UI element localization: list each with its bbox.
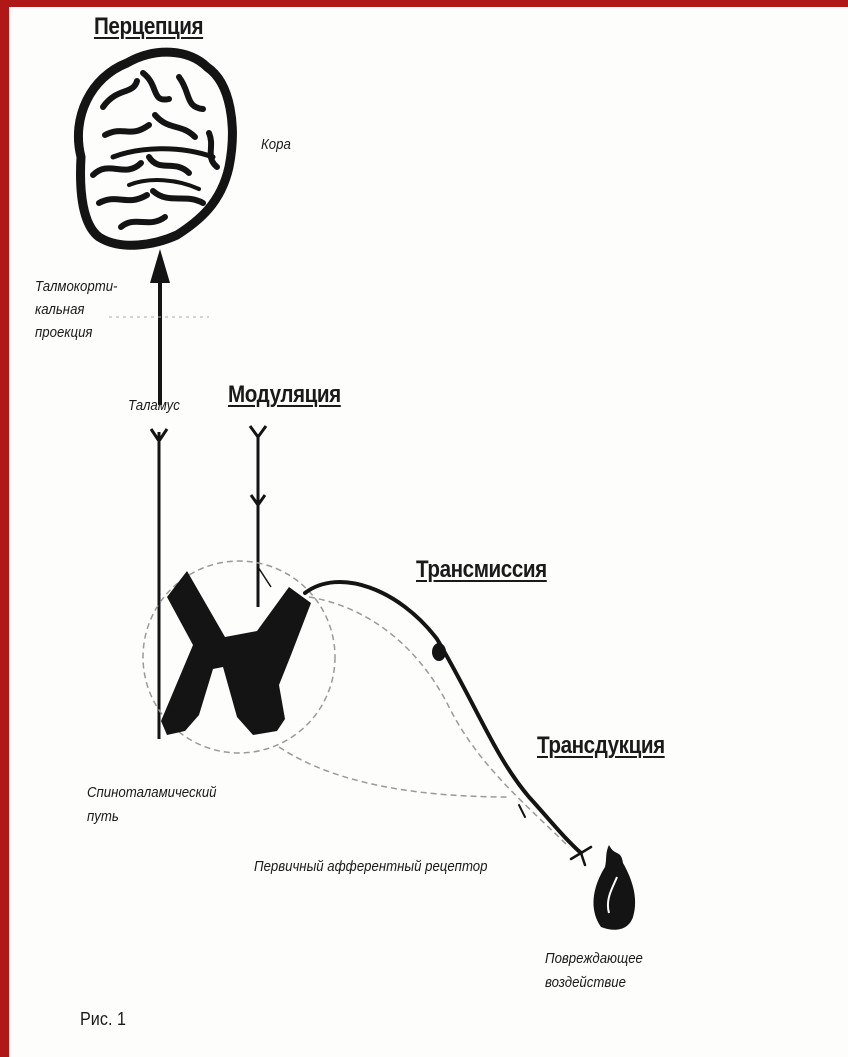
thalamocortical-label-line1: Талмокорти- [35, 276, 117, 297]
figure-caption: Рис. 1 [80, 1009, 126, 1030]
primary-afferent-fiber [305, 582, 591, 865]
primary-afferent-label: Первичный афферентный рецептор [254, 856, 487, 877]
damaging-stimulus-label-line1: Повреждающее [545, 948, 643, 969]
perception-heading: Перцепция [94, 13, 203, 41]
thalamocortical-projection [109, 249, 209, 405]
thalamus-label: Таламус [128, 395, 180, 416]
spinothalamic-label-line2: путь [87, 806, 119, 827]
noxious-stimulus-icon [593, 845, 635, 930]
modulation-pathway [250, 426, 271, 607]
brain-illustration [78, 52, 232, 245]
gray-matter [161, 571, 311, 735]
figure-page: Перцепция Модуляция Трансмиссия Трансдук… [9, 7, 848, 1057]
thalamocortical-label-line2: кальная [35, 299, 84, 320]
transmission-heading: Трансмиссия [416, 556, 547, 584]
thalamocortical-label-line3: проекция [35, 322, 92, 343]
transduction-heading: Трансдукция [537, 732, 665, 760]
spinal-cord-outline [143, 561, 569, 847]
damaging-stimulus-label-line2: воздействие [545, 972, 626, 993]
spinothalamic-tract [151, 429, 167, 739]
pain-pathway-diagram [9, 7, 848, 1057]
cortex-label: Кора [261, 134, 291, 155]
spinothalamic-label-line1: Спиноталамический [87, 782, 217, 803]
modulation-heading: Модуляция [228, 381, 341, 409]
